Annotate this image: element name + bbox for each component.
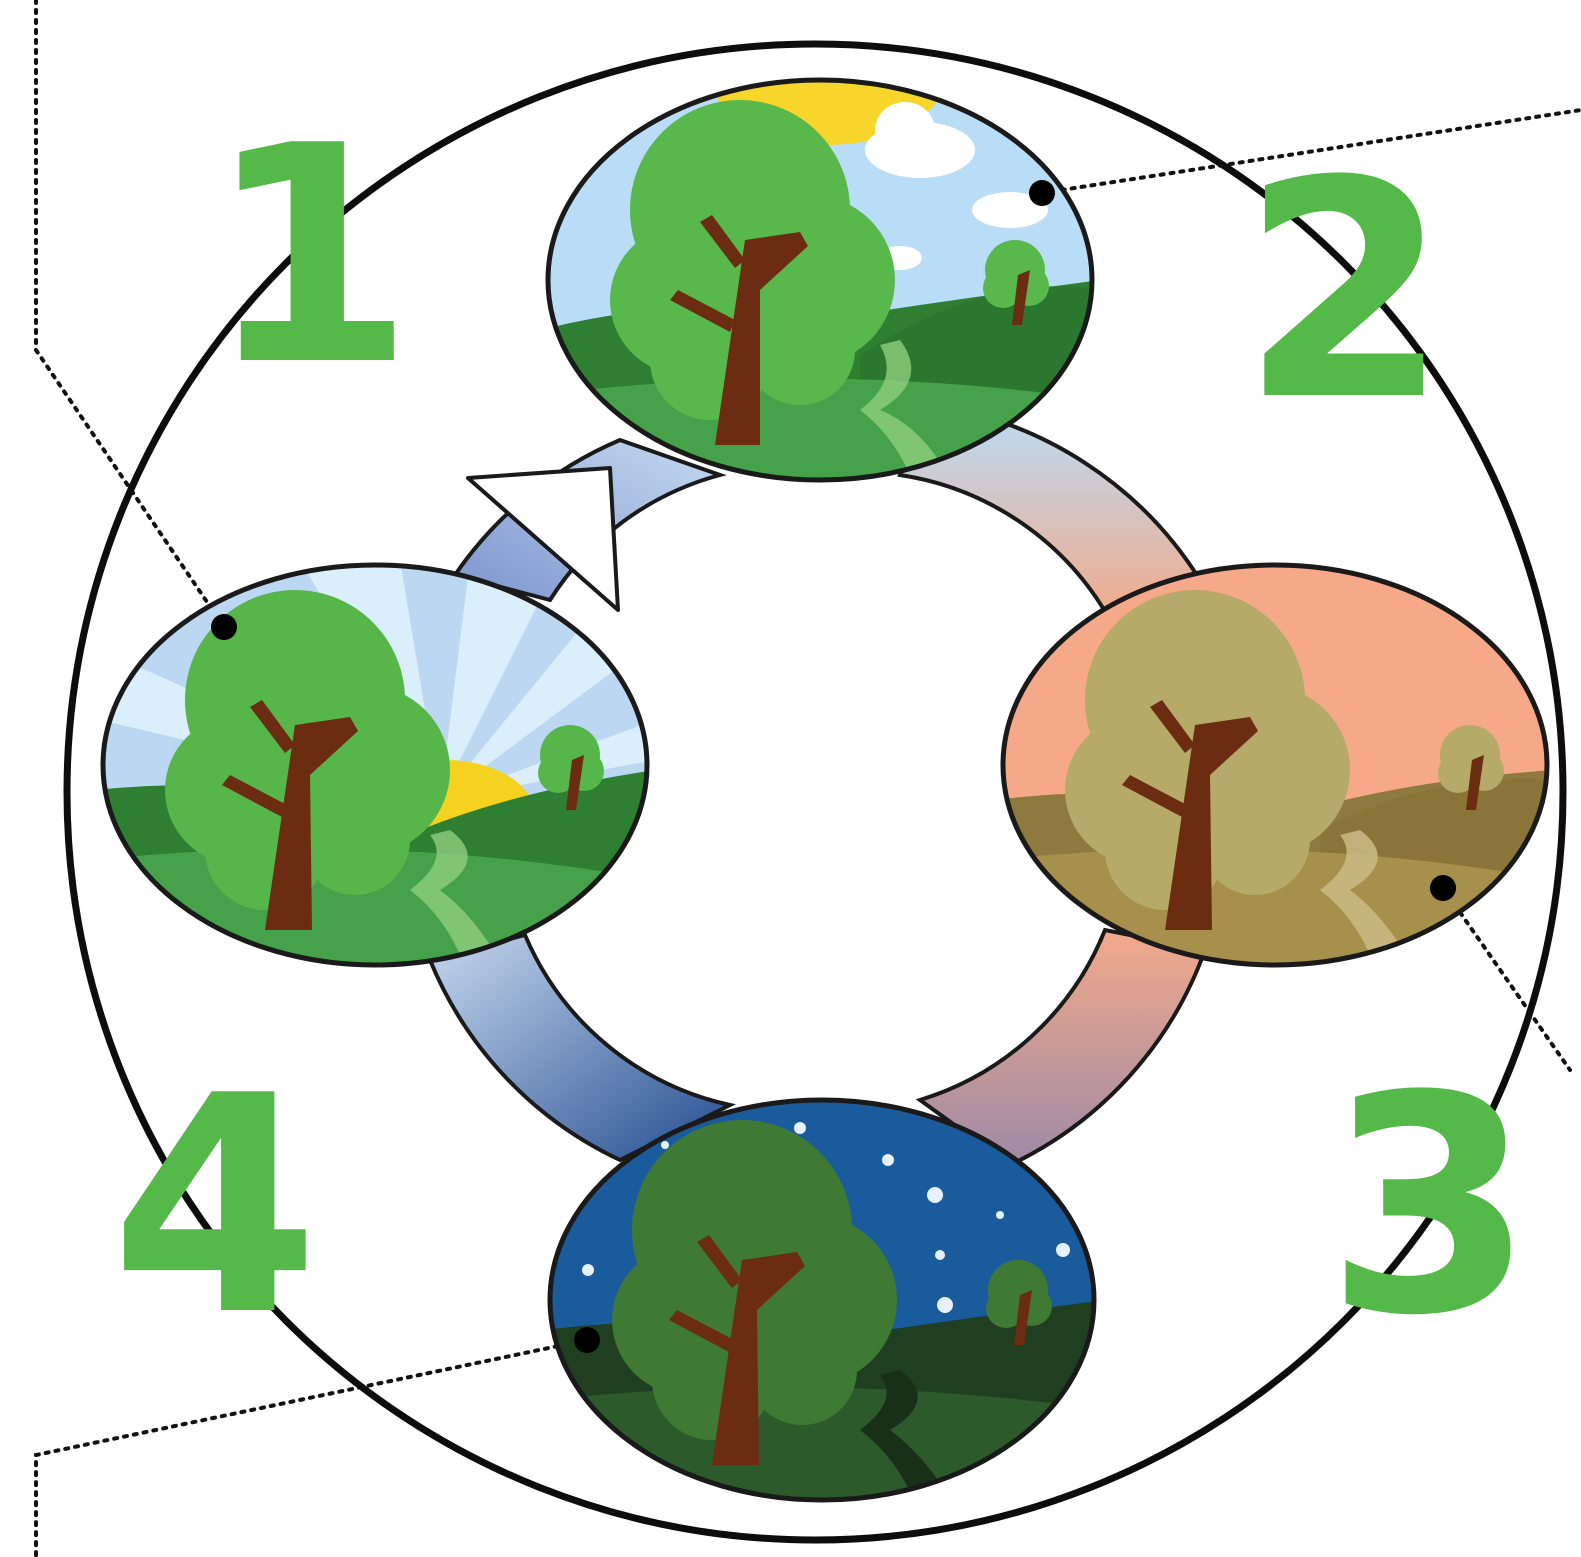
cycle-arrow-icon <box>466 466 620 612</box>
ring-segment-night-morning <box>427 932 736 1163</box>
dotted-line-right <box>1441 886 1572 1072</box>
stage-numbers: 1 2 3 4 <box>111 82 1535 1381</box>
noon-tree-trunk <box>670 215 808 445</box>
stage-number-1: 1 <box>206 82 415 431</box>
cycle-ring <box>427 402 1208 1168</box>
stage-evening-scene <box>1000 562 1550 968</box>
stage-night-frame <box>547 1097 1097 1503</box>
stage-morning-scene <box>100 562 650 968</box>
stage-number-3: 3 <box>1326 1032 1535 1381</box>
dotted-guide-lines <box>34 0 1581 1557</box>
stage-number-4: 4 <box>111 1032 320 1381</box>
stage-number-2: 2 <box>1241 117 1450 466</box>
dotted-line-top-right <box>1040 108 1581 195</box>
morning-marker-dot <box>211 614 237 640</box>
outer-circle <box>63 40 1567 1544</box>
stage-noon-frame <box>545 77 1095 483</box>
dotted-line-bottom-left <box>34 1338 589 1557</box>
noon-marker-dot <box>1029 180 1055 206</box>
ring-segment-evening-night <box>915 927 1208 1168</box>
night-marker-dot <box>574 1327 600 1353</box>
stage-evening-frame <box>1000 562 1550 968</box>
dotted-line-top-left <box>34 0 226 629</box>
stage-morning-frame <box>100 562 650 968</box>
evening-marker-dot <box>1430 875 1456 901</box>
